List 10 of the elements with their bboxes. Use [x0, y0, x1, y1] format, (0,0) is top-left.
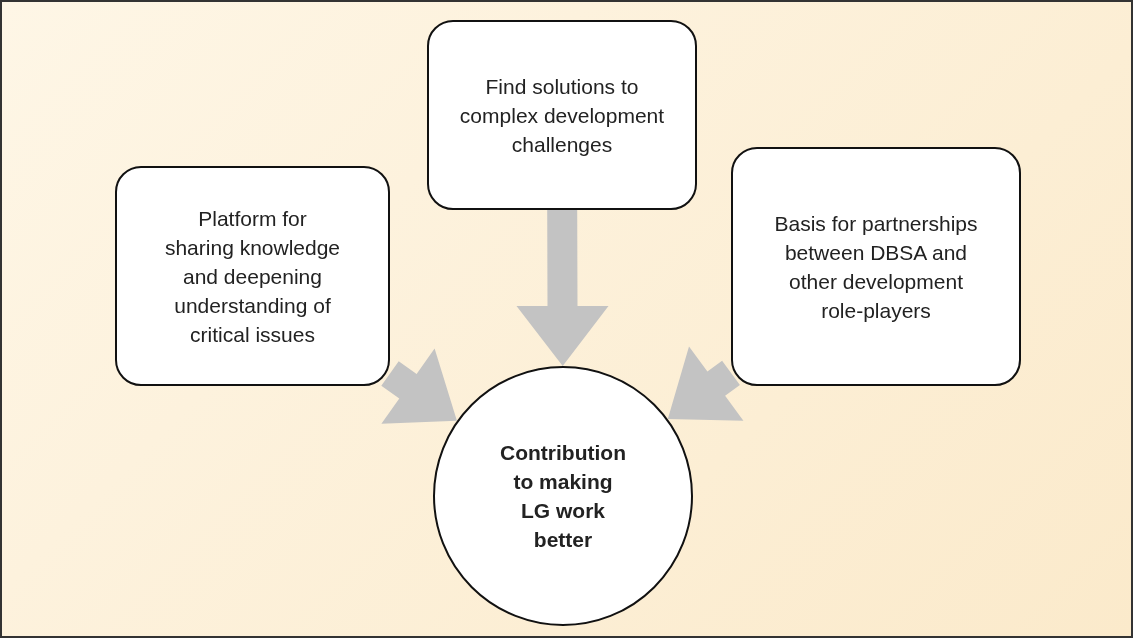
node-text: Platform for sharing knowledge and deepening understanding of critical issues	[163, 205, 342, 348]
text-box	[731, 147, 1021, 386]
node-text: Contribution to making LG work better	[499, 440, 627, 553]
text-box	[427, 20, 697, 210]
block-arrow	[667, 346, 744, 421]
block-arrow	[381, 348, 457, 424]
text-box	[115, 166, 390, 386]
node-text: Find solutions to complex development challenges	[459, 73, 665, 158]
node-text: Basis for partnerships between DBSA and other development role-players	[773, 210, 979, 324]
block-arrow	[516, 210, 609, 366]
